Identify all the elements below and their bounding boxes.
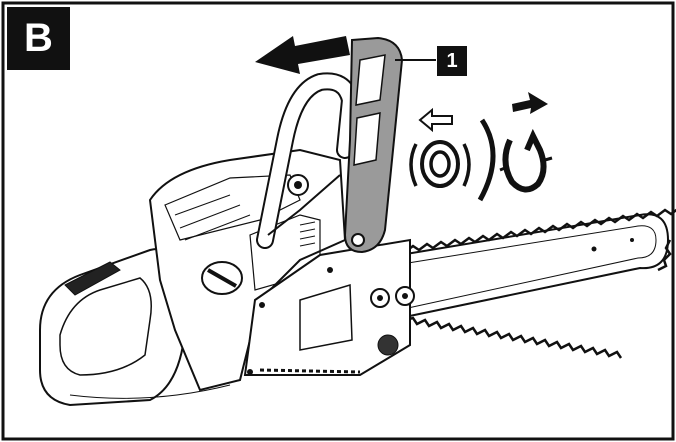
brake-unlocked-icon [409, 140, 471, 188]
rear-handle [39, 248, 231, 407]
brake-locked-icon [499, 128, 553, 193]
panel-label: B [7, 7, 70, 70]
hand-guard [343, 36, 404, 254]
front-handle [256, 72, 360, 249]
push-direction-arrow-icon [255, 36, 350, 74]
engine-housing [148, 148, 347, 392]
release-arrow-icon [418, 107, 453, 133]
callout-number: 1 [437, 46, 467, 76]
side-cover [243, 238, 415, 376]
separator-bracket [477, 118, 496, 202]
forward-arrow-icon [512, 92, 548, 114]
guide-bar [399, 208, 676, 359]
